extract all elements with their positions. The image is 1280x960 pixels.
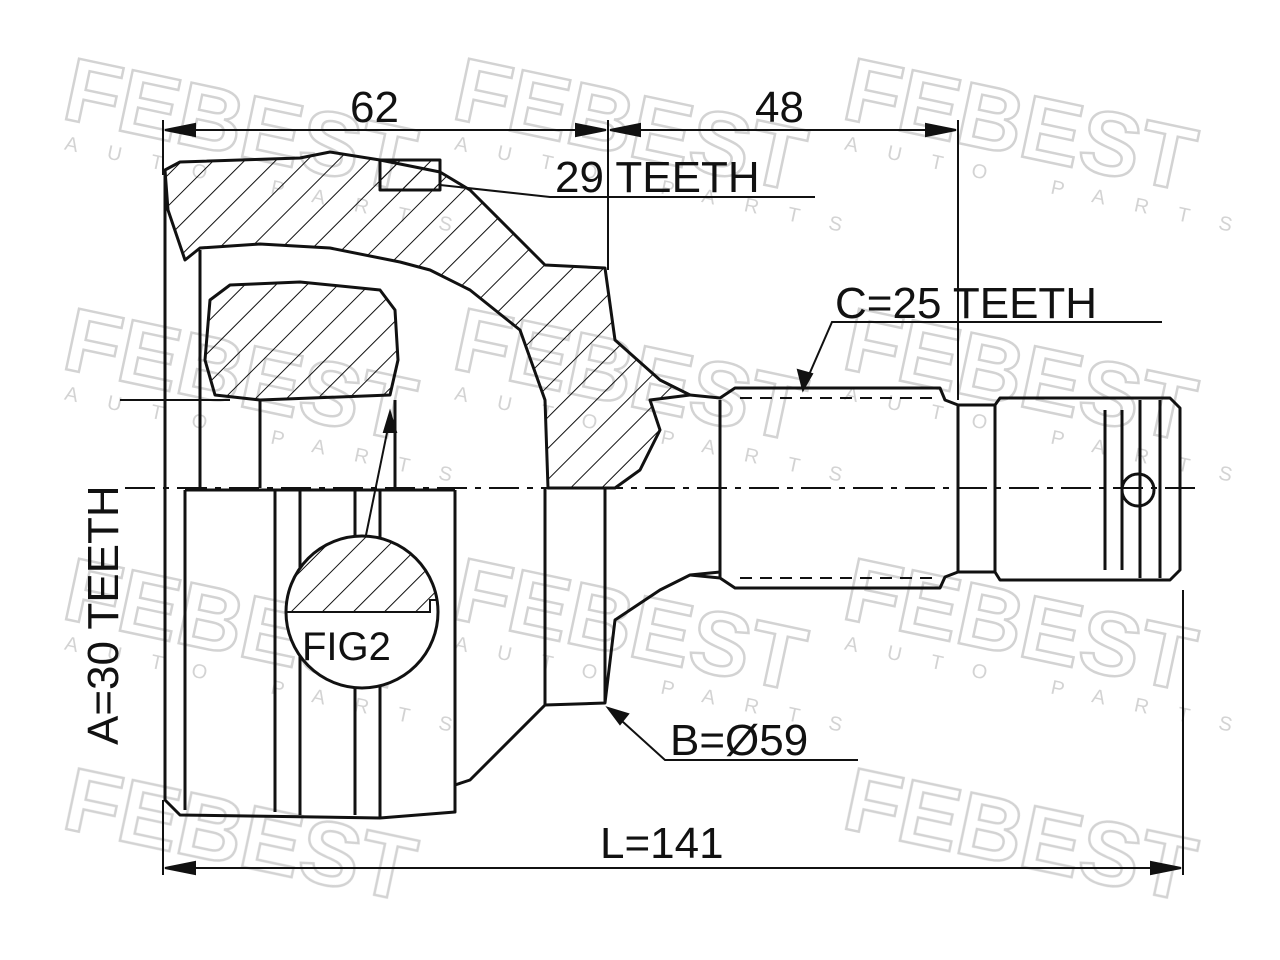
teeth-a-label: A=30 TEETH <box>79 485 128 745</box>
top-spline-detail <box>378 158 442 192</box>
inner-race-hatch <box>203 280 400 402</box>
dimension-lines <box>120 120 1184 876</box>
fig2-detail <box>284 534 440 690</box>
svg-text:FEBEST: FEBEST <box>836 750 1204 922</box>
arrowhead <box>164 122 196 138</box>
housing-lower-outline <box>163 170 721 820</box>
dim-62-label: 62 <box>350 83 399 132</box>
length-l-label: L=141 <box>600 819 724 868</box>
svg-text:FEBEST: FEBEST <box>56 750 424 922</box>
teeth-29-label: 29 TEETH <box>555 153 760 202</box>
fig2-label: FIG2 <box>302 625 391 669</box>
diameter-b-label: B=Ø59 <box>670 716 808 765</box>
joint-housing <box>163 150 1182 820</box>
teeth-c-label: C=25 TEETH <box>835 279 1097 328</box>
dim-48-label: 48 <box>755 83 804 132</box>
